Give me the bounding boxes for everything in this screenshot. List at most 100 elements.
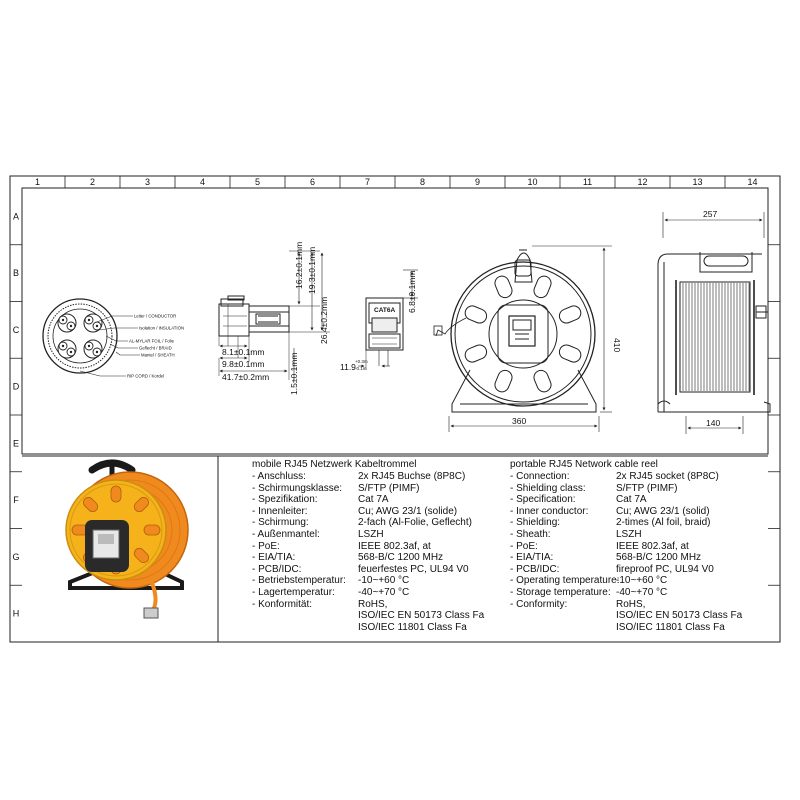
spec-value: LSZH (358, 529, 384, 540)
rj45-socket-drawing (365, 297, 404, 370)
spec-value: 2-times (Al foil, braid) (616, 517, 711, 529)
socket-dim-h: 6.8±0.1mm (407, 271, 417, 313)
socket-cat-label: CAT6A (374, 307, 395, 314)
spec-label: - Konformität: (252, 598, 313, 610)
row-label: G (12, 552, 19, 562)
column-label: 4 (200, 177, 205, 187)
plug-dim-w2: 9.8±0.1mm (222, 359, 264, 369)
reel-slot (464, 344, 488, 363)
spec-value: RoHS, (616, 598, 646, 610)
reel-slot (464, 305, 488, 324)
row-ticks (10, 244, 780, 586)
reel-slot (533, 275, 552, 299)
spec-value: S/FTP (PIMF) (358, 482, 420, 494)
photo-reel-slots (71, 485, 161, 575)
column-label: 5 (255, 177, 260, 187)
reel-slots (464, 275, 582, 393)
reel-slot (533, 369, 552, 393)
photo-reel-slot (143, 524, 161, 536)
spec-value: ISO/IEC EN 50173 Class Fa (616, 610, 743, 622)
plug-dim-w1: 8.1±0.1mm (222, 347, 264, 357)
column-label: 3 (145, 177, 150, 187)
specs-english-title: portable RJ45 Network cable reel (510, 459, 658, 470)
product-photo-reel (65, 459, 189, 619)
sheath-label: Mantel / SHEATH (141, 353, 175, 358)
socket-dim-w: 11.9 (340, 362, 356, 372)
spec-label: - Sheath: (510, 529, 551, 540)
conductor-label: Leiter / CONDUCTOR (134, 314, 176, 319)
spec-label: - Schirmungsklasse: (252, 482, 343, 494)
reel-dim-width-side: 257 (703, 209, 717, 219)
socket-tol-plus: +0.3m (355, 359, 368, 364)
plug-dim-small: 1.5±0.1mm (289, 353, 299, 395)
braid-label: Geflecht / BRAID (139, 346, 172, 351)
reel-dim-height: 410 (612, 338, 622, 352)
column-label: 7 (365, 177, 370, 187)
spec-label: - Operating temperature: (510, 575, 620, 587)
spec-value: feuerfestes PC, UL94 V0 (358, 563, 469, 575)
column-label: 10 (527, 177, 537, 187)
reel-front-view (450, 249, 597, 413)
reel-slot (494, 369, 513, 393)
reel-slot (558, 305, 582, 324)
plug-dimensions (218, 250, 330, 380)
spec-value: ISO/IEC EN 50173 Class Fa (358, 610, 485, 622)
insulation-label: Isolation / INSULATION (139, 326, 184, 331)
reel-windings (682, 283, 750, 391)
photo-reel-slot (133, 547, 149, 563)
spec-value: Cu; AWG 23/1 (solide) (358, 505, 458, 517)
spec-label: - EIA/TIA: (252, 552, 296, 564)
spec-label: - PCB/IDC: (252, 563, 302, 575)
specs-german-title: mobile RJ45 Netzwerk Kabeltrommel (252, 459, 417, 470)
spec-label: - PCB/IDC: (510, 563, 560, 575)
spec-value: 568-B/C 1200 MHz (616, 552, 702, 564)
spec-value: -10~+60 °C (358, 575, 410, 587)
spec-value: 2x RJ45 Buchse (8P8C) (358, 471, 466, 482)
plug-dim-h1: 16.2±0.1mm (294, 242, 304, 289)
reel-side-dimensions (662, 212, 765, 434)
specs-german: mobile RJ45 Netzwerk Kabeltrommel - Ansc… (252, 459, 502, 639)
cable-cross-section: Leiter / CONDUCTOR Isolation / INSULATIO… (42, 298, 184, 379)
reel-slot (494, 275, 513, 299)
row-label: D (13, 382, 20, 392)
plug-dim-w3: 41.7±0.2mm (222, 372, 269, 382)
column-label: 14 (747, 177, 757, 187)
spec-value: Cat 7A (616, 494, 647, 506)
photo-reel-slot (83, 497, 99, 513)
row-label: C (13, 325, 20, 335)
spec-value: 568-B/C 1200 MHz (358, 552, 444, 564)
socket-dimensions (358, 269, 418, 368)
spec-label: - Spezifikation: (252, 494, 318, 506)
spec-label: - Außenmantel: (252, 529, 320, 540)
spec-value: ISO/IEC 11801 Class Fa (616, 621, 725, 633)
spec-label: - Shielding: (510, 517, 561, 529)
spec-value: RoHS, (358, 598, 388, 610)
spec-label: - Specification: (510, 494, 576, 506)
spec-label: - Shielding class: (510, 482, 586, 494)
spec-label: - Schirmung: (252, 517, 309, 529)
spec-label: - Inner conductor: (510, 505, 589, 517)
spec-value: 2x RJ45 socket (8P8C) (616, 471, 719, 482)
row-label: H (13, 609, 20, 619)
reel-side-view (657, 252, 771, 413)
spec-value: IEEE 802.3af, at (616, 540, 689, 552)
spec-value: -40~+70 °C (616, 587, 668, 598)
column-label: 13 (692, 177, 702, 187)
spec-label: - Storage temperature: (510, 587, 611, 598)
row-label: A (13, 211, 19, 221)
socket-tol-minus: -0.1m (355, 366, 367, 371)
rj45-plug-drawing (218, 295, 290, 380)
row-label: E (13, 438, 19, 448)
plug-dim-h2: 19.3±0.1mm (307, 247, 317, 294)
column-label: 11 (583, 177, 592, 187)
spec-label: - Lagertemperatur: (252, 587, 335, 598)
column-label: 12 (637, 177, 647, 187)
spec-label: - Connection: (510, 471, 570, 482)
column-label: 9 (475, 177, 480, 187)
spec-label: - Betriebstemperatur: (252, 575, 346, 587)
reel-dim-base-side: 140 (706, 418, 720, 428)
specs-english: portable RJ45 Network cable reel - Conne… (510, 459, 765, 639)
